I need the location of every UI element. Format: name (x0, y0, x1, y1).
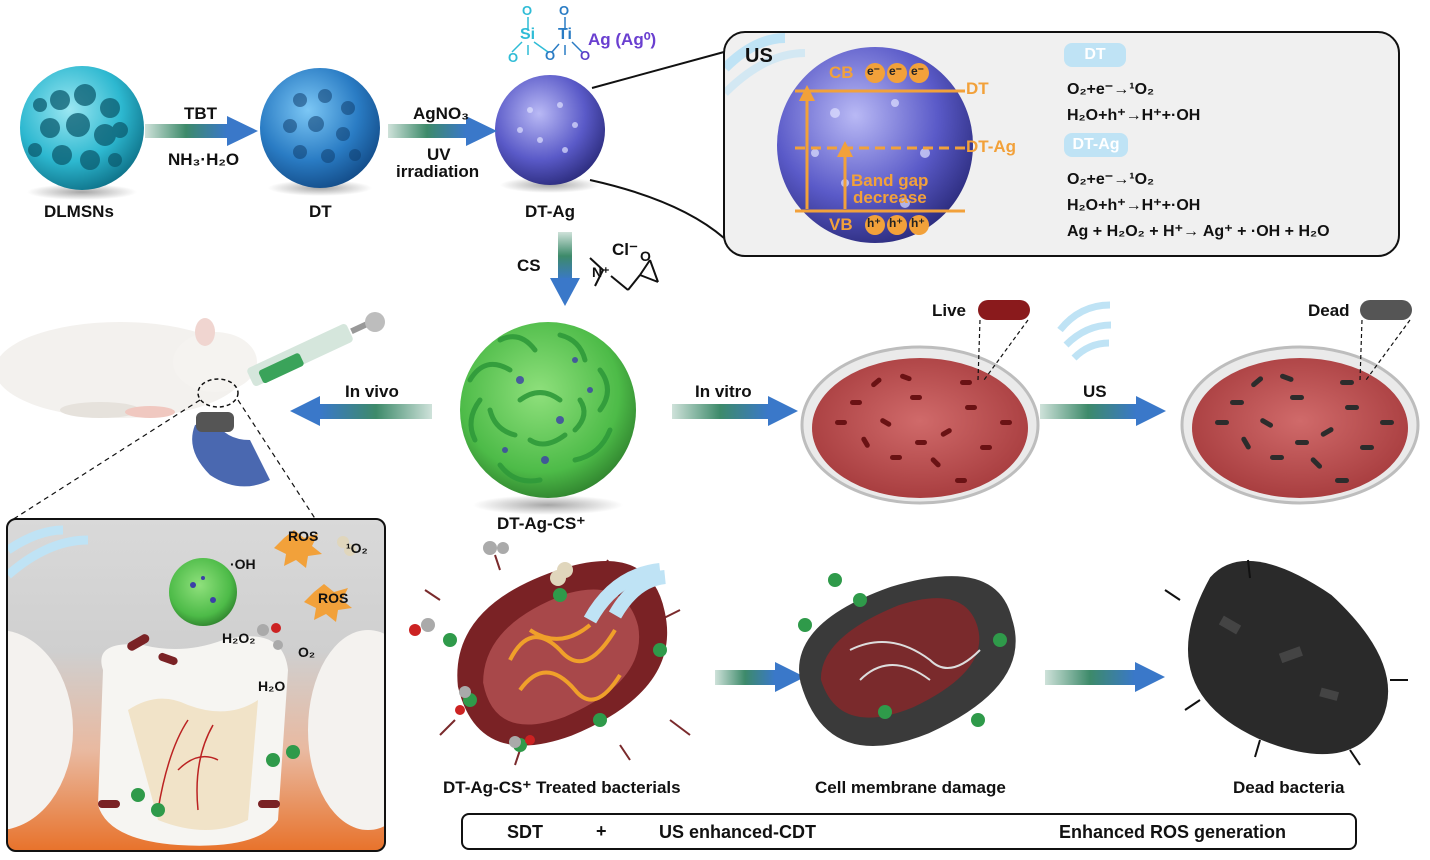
dt-level-label: DT (966, 79, 989, 98)
epoxide-o-label: O (640, 248, 651, 264)
tooth-graphics (8, 525, 384, 846)
dead-bacterium-icon (1360, 300, 1412, 320)
band-gap-label-1: Band gap (851, 171, 929, 190)
o-atom-ag: O (580, 48, 591, 63)
h2o-label: H₂O (258, 678, 286, 694)
us-waves-dish (1057, 301, 1112, 361)
membrane-damage-label: Cell membrane damage (815, 778, 1006, 797)
dt-label: DT (309, 202, 332, 221)
uv-label: UV (427, 145, 451, 164)
arrow-us-dish (1040, 404, 1136, 419)
summary-bar: SDT + US enhanced-CDT Enhanced ROS gener… (461, 813, 1357, 850)
rat-illustration (0, 318, 257, 418)
singlet-o2-label: ¹O₂ (346, 540, 368, 556)
dead-label: Dead (1308, 301, 1350, 320)
gtmac-structure (589, 257, 659, 291)
eq-dt-singlet: O₂+e⁻→¹O₂ (1067, 81, 1155, 98)
dtag-label: DT-Ag (525, 202, 576, 221)
tbt-label: TBT (184, 104, 218, 123)
hole-3: h⁺ (911, 216, 925, 230)
ammonium-label: N⁺ (592, 264, 610, 280)
ag-label: Ag (Ag⁰) (588, 30, 657, 49)
syringe-illustration (247, 312, 385, 386)
dtag-level-label: DT-Ag (966, 137, 1017, 156)
h2o2-label: H₂O₂ (222, 630, 256, 646)
o-atom-si-top: O (522, 3, 533, 18)
sdt-label: SDT (507, 822, 543, 842)
arrow-tbt (145, 124, 227, 138)
arrow-agno3 (388, 124, 466, 138)
vb-label: VB (829, 215, 853, 234)
eq-dt-hydroxyl: H₂O+h⁺→H⁺+·OH (1067, 107, 1201, 124)
ti-atom: Ti (558, 26, 572, 43)
dead-bacterium (1164, 559, 1408, 766)
o-atom-bridge: O (545, 48, 556, 63)
ros-molecules-treated (409, 541, 573, 748)
mechanism-panel: US CB VB e⁻ e⁻ e⁻ h⁺ h⁺ h⁺ DT DT-Ag Band… (723, 31, 1400, 257)
dt-pill: DT (1064, 43, 1126, 67)
dead-bacteria (1215, 373, 1394, 483)
hydroxyl-label: ·OH (230, 556, 256, 572)
eq-ag-fenton: Ag + H₂O₂ + H⁺→ Ag⁺ + ·OH + H₂O (1067, 223, 1330, 240)
dtag-cs-label: DT-Ag-CS⁺ (497, 514, 586, 533)
cb-label: CB (829, 63, 854, 82)
damaged-bacterium (798, 573, 1016, 746)
us-label-dish: US (1083, 382, 1107, 401)
dtag-pill: DT-Ag (1064, 133, 1128, 157)
eq-dtag-hydroxyl: H₂O+h⁺→H⁺+·OH (1067, 197, 1201, 214)
arrow-cs (558, 232, 572, 280)
mechanism-graphics (725, 33, 973, 243)
eq-dtag-singlet: O₂+e⁻→¹O₂ (1067, 171, 1155, 188)
us-label-panel: US (745, 45, 773, 67)
o-atom-si-left: O (508, 50, 519, 65)
in-vivo-label: In vivo (345, 382, 399, 401)
cdt-label: US enhanced-CDT (659, 822, 817, 842)
cs-label: CS (517, 256, 541, 275)
us-waves-bacteria (583, 563, 667, 624)
irradiation-label: irradiation (396, 162, 480, 181)
in-vitro-label: In vitro (695, 382, 752, 401)
si-atom: Si (520, 26, 536, 43)
hole-1: h⁺ (867, 216, 881, 230)
arrow-in-vitro (672, 404, 768, 419)
treated-bacteria-label: DT-Ag-CS⁺ Treated bacterials (443, 778, 681, 797)
chloride-label: Cl⁻ (612, 240, 638, 259)
arrow-in-vivo (320, 404, 432, 419)
arrow-dead (1045, 670, 1135, 685)
live-label: Live (932, 301, 967, 320)
agno3-label: AgNO₃ (413, 104, 470, 123)
live-bacterium-icon (978, 300, 1030, 320)
enhanced-ros-label: Enhanced ROS generation (1059, 822, 1287, 842)
o2-label: O₂ (298, 644, 316, 660)
live-bacteria (835, 373, 1012, 483)
tooth-inset: ROS ROS ·OH ¹O₂ H₂O₂ O₂ H₂O (6, 518, 386, 852)
dish-live (812, 358, 1028, 498)
hole-2: h⁺ (889, 216, 903, 230)
dtag-cs-sphere (460, 322, 636, 498)
dtag-sphere (495, 75, 605, 185)
nh3h2o-label: NH₃·H₂O (168, 150, 240, 169)
dish-dead (1192, 358, 1408, 498)
ros-badge-2: ROS (318, 590, 349, 606)
o-atom-ti-top: O (559, 3, 570, 18)
ros-badge-1: ROS (288, 528, 319, 544)
dead-bacteria-label: Dead bacteria (1233, 778, 1345, 797)
dlmsns-label: DLMSNs (44, 202, 114, 221)
arrow-membrane (715, 670, 775, 685)
ultrasound-probe (192, 412, 270, 487)
electron-3: e⁻ (911, 64, 925, 78)
electron-1: e⁻ (867, 64, 881, 78)
electron-2: e⁻ (889, 64, 903, 78)
band-gap-label-2: decrease (853, 188, 927, 207)
plus-sign: + (596, 821, 607, 841)
